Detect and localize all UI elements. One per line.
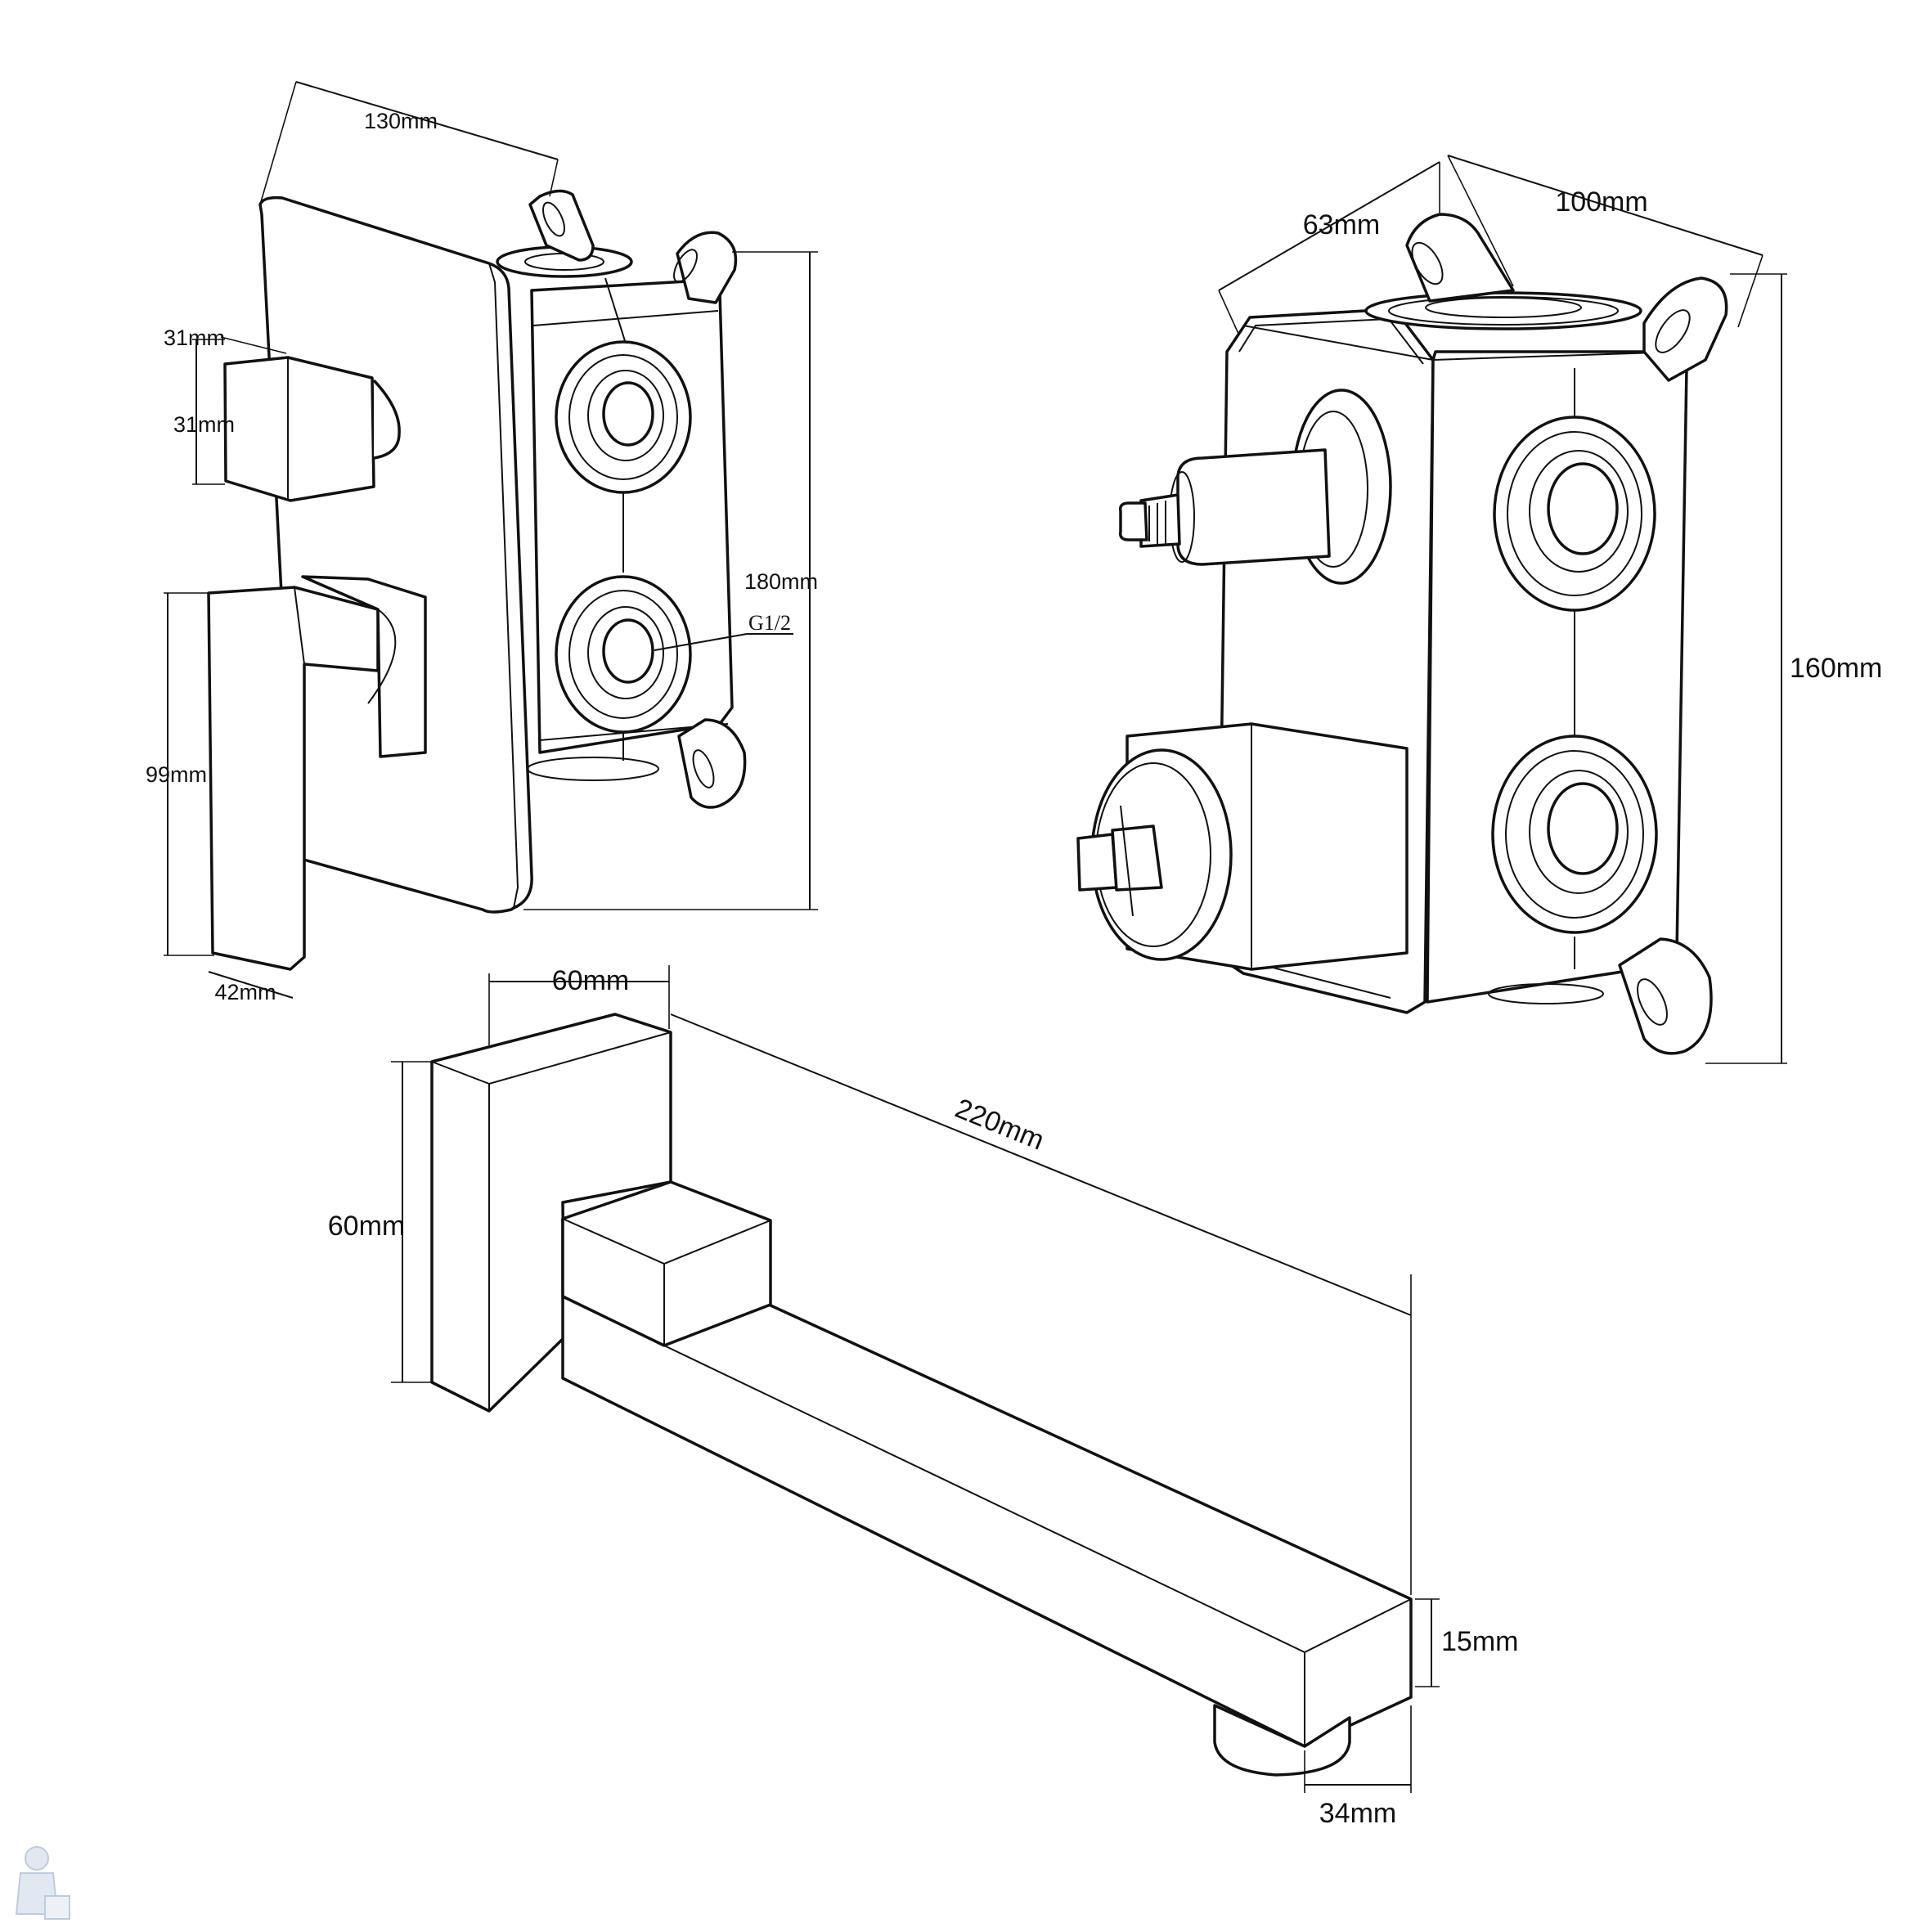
label-130mm: 130mm	[364, 109, 438, 133]
spout-drawing	[430, 1013, 1413, 1777]
label-34mm: 34mm	[1319, 1798, 1396, 1829]
label-180mm: 180mm	[744, 569, 818, 594]
label-60mm-width: 60mm	[552, 965, 629, 996]
mixer-body-drawing	[207, 189, 747, 971]
label-31mm-width: 31mm	[164, 326, 225, 350]
label-63mm: 63mm	[1303, 209, 1380, 240]
spout-connector-block	[561, 1180, 772, 1347]
spout-outlet	[1213, 1704, 1351, 1777]
label-99mm: 99mm	[146, 762, 207, 787]
label-100mm: 100mm	[1555, 186, 1647, 218]
label-g12: G1/2	[748, 611, 791, 635]
label-220mm: 220mm	[950, 1093, 1048, 1157]
label-160mm: 160mm	[1790, 653, 1882, 684]
label-31mm-height: 31mm	[173, 412, 235, 437]
spout-dimensions: 60mm 60mm 220mm 15mm 34mm	[328, 965, 1518, 1829]
mixer-knob	[223, 356, 375, 502]
mixer-dimensions: 130mm 180mm G1/2 31mm 31mm 99mm 42mm	[146, 81, 818, 1004]
label-60mm-height: 60mm	[328, 1211, 405, 1242]
spout-wall-plate	[430, 1013, 672, 1413]
label-42mm: 42mm	[214, 980, 276, 1004]
label-15mm: 15mm	[1441, 1626, 1518, 1657]
valve-dimensions: 63mm 100mm 160mm	[1218, 155, 1882, 1064]
valve-body-drawing	[1076, 213, 1728, 1055]
plumber-logo-icon	[15, 1846, 70, 1920]
